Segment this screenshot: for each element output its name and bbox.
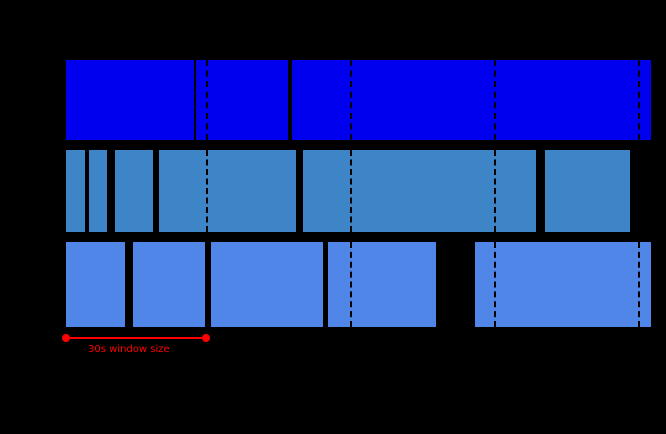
window-boundary-line xyxy=(350,60,352,140)
bar-segment[interactable] xyxy=(292,60,651,140)
track-row-1 xyxy=(0,60,666,140)
track-row-2 xyxy=(0,150,666,232)
annotation-endpoint-dot xyxy=(202,334,210,342)
window-boundary-line xyxy=(494,150,496,232)
window-boundary-line xyxy=(494,60,496,140)
bar-segment[interactable] xyxy=(159,150,296,232)
bar-segment[interactable] xyxy=(133,242,205,327)
bar-segment[interactable] xyxy=(545,150,630,232)
bar-segment[interactable] xyxy=(211,242,323,327)
window-boundary-line xyxy=(494,242,496,327)
bar-segment[interactable] xyxy=(328,242,436,327)
window-boundary-line xyxy=(206,150,208,232)
window-boundary-line xyxy=(350,242,352,327)
bar-segment[interactable] xyxy=(115,150,153,232)
window-boundary-line xyxy=(638,242,640,327)
bar-segment[interactable] xyxy=(303,150,536,232)
bar-segment[interactable] xyxy=(66,150,85,232)
window-boundary-line xyxy=(206,60,208,140)
annotation-label: 30s window size xyxy=(88,344,170,355)
bar-segment[interactable] xyxy=(66,60,194,140)
bar-segment[interactable] xyxy=(89,150,107,232)
annotation-line xyxy=(66,337,206,339)
track-row-3 xyxy=(0,242,666,327)
window-boundary-line xyxy=(350,150,352,232)
annotation-endpoint-dot xyxy=(62,334,70,342)
bar-segment[interactable] xyxy=(196,60,288,140)
bar-segment[interactable] xyxy=(66,242,125,327)
window-boundary-line xyxy=(638,60,640,140)
bar-segment[interactable] xyxy=(475,242,651,327)
